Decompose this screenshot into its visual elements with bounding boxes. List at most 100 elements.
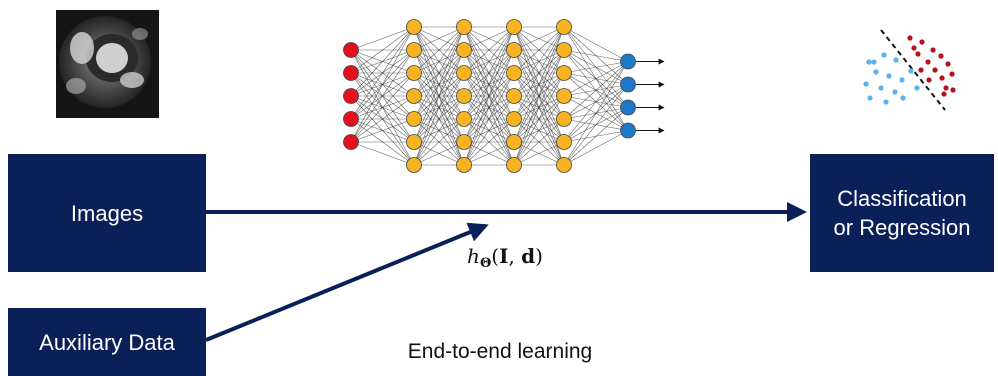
output-box: Classification or Regression: [810, 154, 994, 272]
images-box: Images: [8, 154, 206, 272]
network-edge: [513, 118, 565, 166]
hidden-node: [556, 42, 572, 58]
network-edge: [350, 118, 415, 143]
class-b-point: [941, 91, 947, 97]
class-a-point: [863, 81, 869, 87]
output-node: [620, 122, 636, 139]
hidden-node: [506, 19, 522, 35]
class-b-point: [918, 67, 924, 73]
formula-h: h: [467, 244, 480, 268]
class-b-point: [926, 77, 932, 83]
hidden-node: [556, 134, 572, 150]
output-node: [620, 53, 636, 70]
formula-arg-data: d: [521, 244, 536, 268]
formula-subscript: Θ: [479, 256, 492, 271]
network-edge: [563, 61, 629, 120]
network-edge: [413, 49, 465, 166]
hidden-node: [556, 111, 572, 127]
network-edge: [350, 95, 415, 143]
network-edge: [563, 61, 629, 74]
network-edge: [350, 26, 415, 74]
class-a-point: [867, 95, 873, 101]
input-node: [343, 111, 359, 127]
hidden-node: [456, 65, 472, 81]
network-edge: [413, 26, 465, 120]
network-edge: [513, 26, 565, 120]
network-edge: [563, 130, 629, 166]
hidden-node: [456, 111, 472, 127]
network-edge: [350, 26, 415, 143]
formula-arg-images: I: [499, 244, 509, 268]
hidden-node: [456, 19, 472, 35]
network-edge: [463, 26, 515, 97]
output-node: [620, 99, 636, 116]
network-edge: [413, 26, 465, 74]
network-edge: [463, 95, 515, 166]
network-edge: [413, 141, 465, 166]
hidden-node: [406, 42, 422, 58]
network-edge: [513, 26, 565, 143]
class-a-point: [886, 73, 892, 79]
class-a-point: [914, 85, 920, 91]
network-edge: [350, 26, 415, 120]
class-a-point: [871, 59, 877, 65]
class-a-point: [881, 52, 887, 58]
hidden-node: [556, 65, 572, 81]
class-a-point: [908, 68, 914, 74]
class-b-point: [939, 75, 945, 81]
network-edge: [463, 118, 515, 166]
hidden-node: [506, 134, 522, 150]
network-edge: [413, 26, 465, 166]
network-edge: [413, 72, 465, 166]
class-b-point: [945, 61, 951, 67]
hidden-node: [406, 88, 422, 104]
hidden-node: [506, 157, 522, 173]
class-b-point: [950, 87, 956, 93]
class-b-point: [907, 35, 913, 41]
network-edge: [463, 26, 515, 51]
hidden-node: [506, 65, 522, 81]
network-edge: [413, 95, 465, 166]
network-edge: [513, 72, 565, 166]
formula-sep: ,: [508, 244, 522, 268]
auxiliary-data-box: Auxiliary Data: [8, 308, 206, 376]
network-edge: [513, 26, 565, 51]
model-formula: hΘ(I, d): [440, 244, 570, 271]
input-node: [343, 134, 359, 150]
formula-close: ): [535, 244, 543, 268]
class-a-point: [878, 85, 884, 91]
class-a-point: [900, 95, 906, 101]
hidden-node: [456, 42, 472, 58]
network-edge: [513, 26, 565, 74]
network-edge: [563, 61, 629, 97]
network-edge: [413, 118, 465, 166]
class-b-point: [932, 67, 938, 73]
network-edge: [350, 26, 415, 97]
network-edge: [513, 26, 565, 166]
class-b-point: [938, 53, 944, 59]
input-node: [343, 65, 359, 81]
output-label: Classification or Regression: [833, 186, 971, 240]
hidden-node: [506, 88, 522, 104]
hidden-node: [406, 65, 422, 81]
output-node: [620, 76, 636, 93]
network-edge: [463, 49, 515, 166]
class-a-point: [899, 77, 905, 83]
hidden-node: [556, 88, 572, 104]
input-node: [343, 42, 359, 58]
network-edge: [563, 61, 629, 166]
decision-boundary: [880, 29, 946, 111]
network-edge: [463, 141, 515, 166]
images-label: Images: [70, 200, 144, 226]
class-a-point: [873, 69, 879, 75]
network-edge: [463, 26, 515, 166]
hidden-node: [456, 134, 472, 150]
network-edge: [563, 26, 629, 62]
auxiliary-data-label: Auxiliary Data: [39, 329, 175, 355]
network-edge: [463, 72, 515, 166]
class-b-point: [949, 71, 955, 77]
